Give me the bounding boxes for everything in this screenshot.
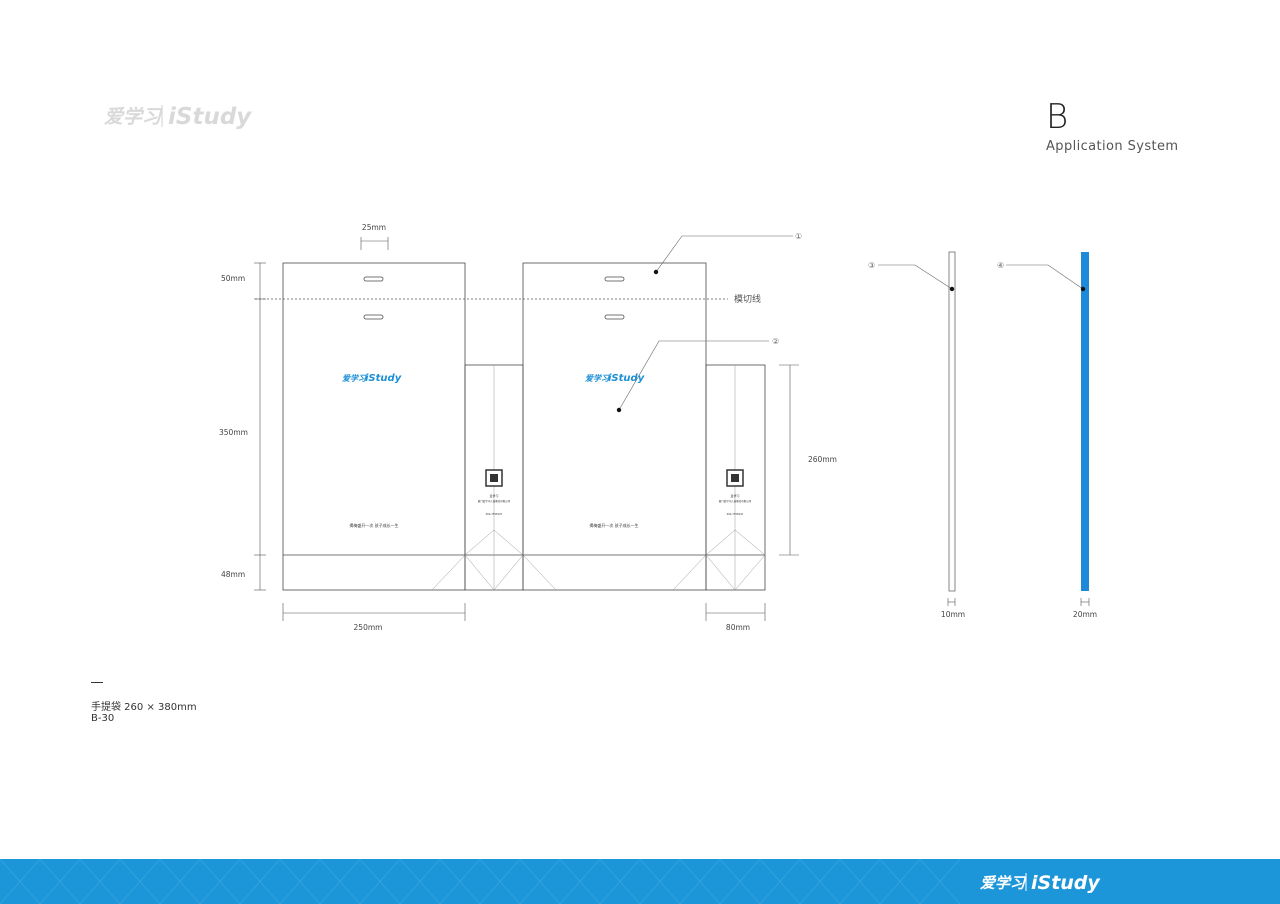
brand-logo-footer: 爱学习 iStudy [980,872,1101,894]
svg-text:iStudy: iStudy [1031,872,1101,894]
bag-slogan-front: 揭梅盛开一次 孩子成长一生 [349,522,398,528]
footer-pattern [0,859,961,904]
handle-slot [363,276,384,282]
die-cut-label: 模切线 [734,293,761,305]
logo-cn-text: 爱学习 [104,106,163,128]
svg-text:厦门爱学习儿童教育有限公司: 厦门爱学习儿童教育有限公司 [719,499,752,503]
section-subtitle: Application System [1046,139,1179,154]
brand-logo-top: 爱学习 iStudy [104,104,252,130]
svg-text:400-7558197: 400-7558197 [486,512,503,516]
dim-side-width: 80mm [726,623,750,632]
bag-slogan-back: 揭梅盛开一次 孩子成长一生 [589,522,638,528]
svg-text:iStudy: iStudy [365,373,402,384]
logo-en-text: iStudy [168,104,252,130]
dim-strip2-width: 20mm [1073,610,1097,619]
section-letter: B [1046,97,1069,137]
svg-text:爱学习: 爱学习 [730,493,739,498]
callout-2: ② [772,337,779,346]
side-info-2: 爱学习 厦门爱学习儿童教育有限公司 400-7558197 [719,469,752,516]
handle-slot [604,314,625,320]
caption-code: B-30 [91,713,115,724]
svg-text:iStudy: iStudy [608,373,645,384]
svg-text:爱学习: 爱学习 [585,373,610,383]
dim-top-flap: 50mm [221,274,245,283]
svg-text:厦门爱学习儿童教育有限公司: 厦门爱学习儿童教育有限公司 [478,499,511,503]
svg-text:爱学习: 爱学习 [489,493,498,498]
dim-handle-width: 25mm [362,223,386,232]
callout-4: ④ [997,261,1004,270]
bag-logo-front: 爱学习 iStudy [342,373,402,384]
footer-band: 爱学习 iStudy [0,859,1280,904]
dim-strip1-width: 10mm [941,610,965,619]
caption-title: 手提袋 260 × 380mm [91,702,197,713]
handle-slot [604,276,625,282]
back-panel [522,262,707,591]
callout-3: ③ [868,261,875,270]
dim-front-width: 250mm [354,623,383,632]
front-panel [282,262,466,591]
side-panel-2 [705,364,766,591]
callout-1: ① [795,232,802,241]
dim-body-height: 350mm [219,428,248,437]
handle-slot [363,314,384,320]
side-info-1: 爱学习 厦门爱学习儿童教育有限公司 400-7558197 [478,469,511,516]
bag-logo-back: 爱学习 iStudy [585,373,645,384]
svg-text:爱学习: 爱学习 [980,874,1027,892]
dim-side-height: 260mm [808,455,837,464]
svg-text:400-7558197: 400-7558197 [727,512,744,516]
strip-1 [948,251,956,592]
dim-bottom: 48mm [221,570,245,579]
caption-dash [91,682,103,683]
strip-2 [1081,252,1089,591]
svg-text:爱学习: 爱学习 [342,373,367,383]
